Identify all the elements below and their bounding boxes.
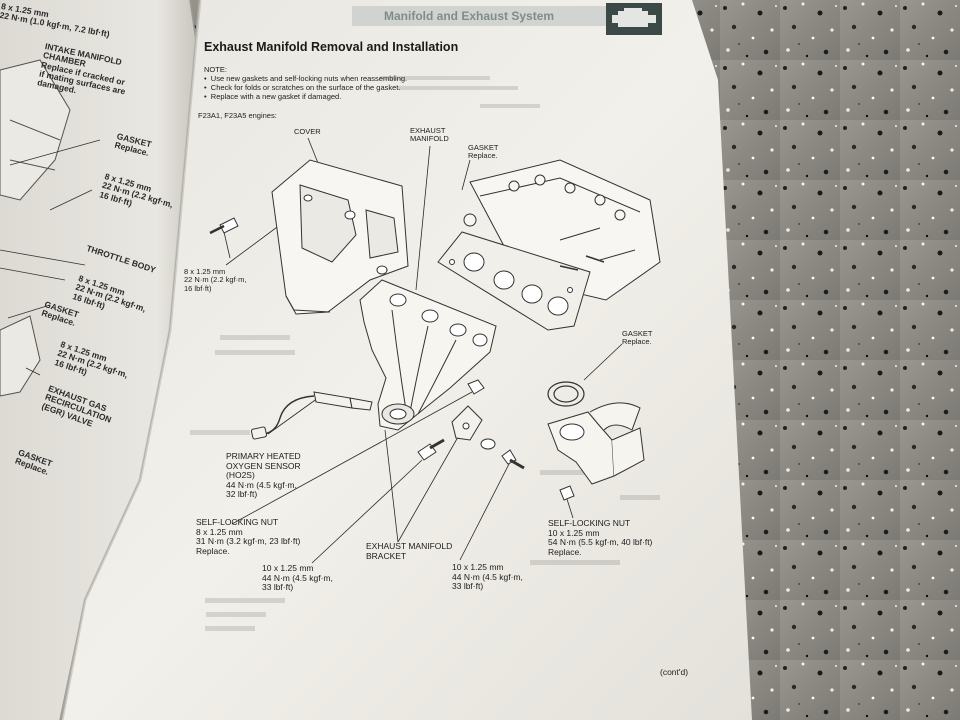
manifold-cover xyxy=(271,159,409,315)
bracket-bolt-left xyxy=(417,438,445,461)
exhaust-gasket-top xyxy=(437,231,591,331)
label-bracket: EXHAUST MANIFOLD BRACKET xyxy=(366,541,453,561)
exhaust-pipe xyxy=(547,402,645,485)
label-gasket-right: GASKET Replace. xyxy=(622,329,653,347)
oxygen-sensor xyxy=(250,391,373,440)
label-cover: COVER xyxy=(294,127,321,136)
page-title: Exhaust Manifold Removal and Installatio… xyxy=(204,40,459,54)
engine-icon xyxy=(606,3,662,35)
label-self-locking-nut-left: SELF-LOCKING NUT 8 x 1.25 mm 31 N·m (3.2… xyxy=(196,517,301,556)
note-item: • Replace with a new gasket if damaged. xyxy=(204,92,342,101)
note-heading: NOTE: xyxy=(204,65,227,74)
washer xyxy=(480,438,496,450)
left-page-illustration xyxy=(0,59,71,397)
label-exhaust-manifold: EXHAUST MANIFOLD xyxy=(410,126,449,144)
left-page xyxy=(0,0,196,720)
bracket-bolt-right xyxy=(501,449,525,470)
exhaust-gasket-ring xyxy=(547,381,585,407)
section-title: Manifold and Exhaust System xyxy=(384,9,555,23)
label-gasket-top: GASKET Replace. xyxy=(468,143,499,161)
self-locking-nut-left xyxy=(467,379,485,395)
self-locking-nut-right xyxy=(559,485,575,501)
exhaust-manifold xyxy=(359,279,497,431)
cover-bolt xyxy=(209,217,239,235)
note-item: • Use new gaskets and self-locking nuts … xyxy=(204,74,408,83)
continued-label: (cont'd) xyxy=(660,667,689,677)
manifold-bracket xyxy=(451,405,483,441)
label-self-locking-nut-right: SELF-LOCKING NUT 10 x 1.25 mm 54 N·m (5.… xyxy=(548,518,653,557)
label-ho2s: PRIMARY HEATED OXYGEN SENSOR (HO2S) 44 N… xyxy=(226,451,301,500)
label-cover-bolt: 8 x 1.25 mm 22 N·m (2.2 kgf·m, 16 lbf·ft… xyxy=(184,267,247,293)
label-bolt-mid: 10 x 1.25 mm 44 N·m (4.5 kgf·m, 33 lbf·f… xyxy=(262,563,333,593)
note-item: • Check for folds or scratches on the su… xyxy=(204,83,401,92)
engine-models: F23A1, F23A5 engines: xyxy=(198,111,277,120)
label-bolt-right: 10 x 1.25 mm 44 N·m (4.5 kgf·m, 33 lbf·f… xyxy=(452,562,523,592)
